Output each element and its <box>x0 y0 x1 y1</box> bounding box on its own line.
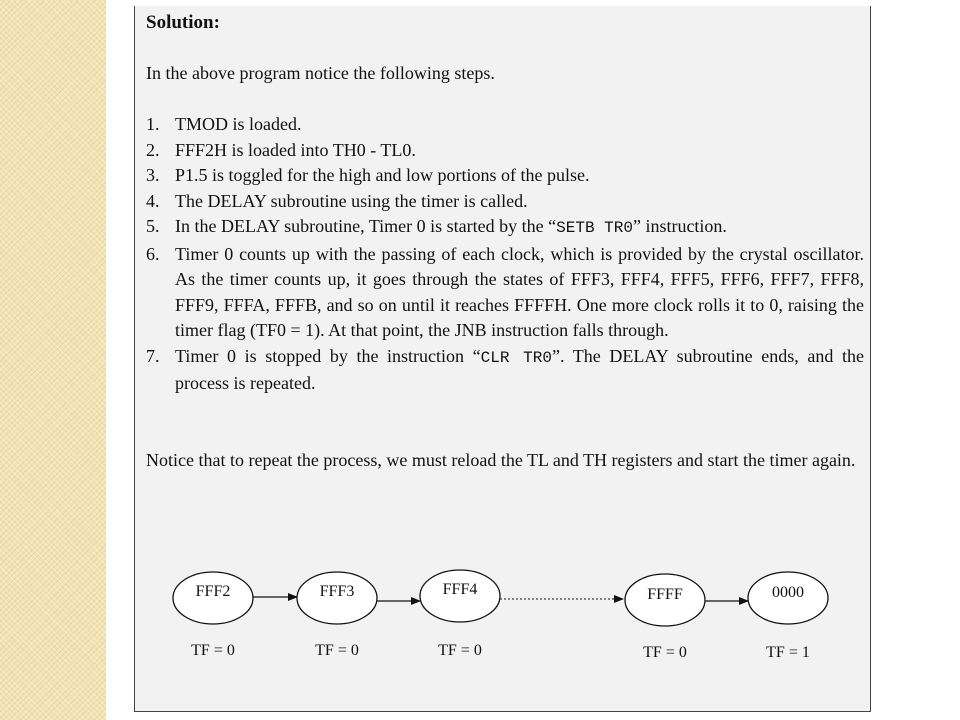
step-text: Timer 0 is stopped by the instruction “C… <box>175 344 864 397</box>
step-number: 2. <box>146 139 160 160</box>
list-item: 4. The DELAY subroutine using the timer … <box>146 189 864 215</box>
step-text: TMOD is loaded. <box>175 114 302 134</box>
code-snippet: SETB TR0 <box>556 219 633 237</box>
solution-title: Solution: <box>146 12 220 33</box>
solution-outro: Notice that to repeat the process, we mu… <box>146 450 856 470</box>
step-text: Timer 0 counts up with the passing of ea… <box>175 243 864 341</box>
state-node <box>747 571 829 625</box>
flag-label: TF = 0 <box>191 642 235 659</box>
flag-label: TF = 0 <box>315 642 359 659</box>
step-number: 1. <box>146 114 160 134</box>
state-node <box>172 571 254 625</box>
steps-list: 1. TMOD is loaded. 2. FFF2H is loaded in… <box>146 112 864 397</box>
code-snippet: CLR TR0 <box>480 348 552 367</box>
step-number: 7. <box>146 345 160 366</box>
decorative-side-strip <box>0 0 106 720</box>
flag-label: TF = 0 <box>438 642 482 659</box>
flag-label: TF = 0 <box>643 644 687 661</box>
state-label: 0000 <box>772 584 804 601</box>
list-item: 7. Timer 0 is stopped by the instruction… <box>146 344 864 397</box>
step-text: P1.5 is toggled for the high and low por… <box>175 165 590 185</box>
step-text-pre: Timer 0 is stopped by the instruction “ <box>175 345 481 366</box>
step-number: 3. <box>146 165 160 185</box>
step-text-post: ”. The DELAY subroutine ends, and the pr… <box>175 345 864 394</box>
state-label: FFFF <box>647 586 683 603</box>
list-item: 6. Timer 0 counts up with the passing of… <box>146 242 864 344</box>
step-text-post: ” instruction. <box>632 216 727 236</box>
state-label: FFF2 <box>196 583 231 600</box>
flag-label: TF = 1 <box>766 644 810 661</box>
step-text: The DELAY subroutine using the timer is … <box>175 190 528 211</box>
state-label: FFF3 <box>320 583 355 600</box>
state-node <box>624 573 706 627</box>
list-item: 2. FFF2H is loaded into TH0 - TL0. <box>146 138 864 164</box>
list-item: 3. P1.5 is toggled for the high and low … <box>146 163 864 189</box>
list-item: 1. TMOD is loaded. <box>146 112 864 138</box>
list-item: 5. In the DELAY subroutine, Timer 0 is s… <box>146 214 864 242</box>
solution-intro: In the above program notice the followin… <box>146 63 495 83</box>
timer-state-diagram: FFF2 FFF3 FFF4 FFFF 0000 TF = 0 TF = 0 T… <box>172 569 829 661</box>
state-node <box>419 569 501 623</box>
step-number: 6. <box>146 243 160 264</box>
state-node <box>296 571 378 625</box>
step-text: In the DELAY subroutine, Timer 0 is star… <box>175 214 864 242</box>
state-label: FFF4 <box>443 581 478 598</box>
step-number: 4. <box>146 190 160 211</box>
step-number: 5. <box>146 216 160 236</box>
step-text-pre: In the DELAY subroutine, Timer 0 is star… <box>175 216 557 236</box>
solution-panel: Solution: In the above program notice th… <box>134 6 871 712</box>
step-text: FFF2H is loaded into TH0 - TL0. <box>175 139 416 160</box>
